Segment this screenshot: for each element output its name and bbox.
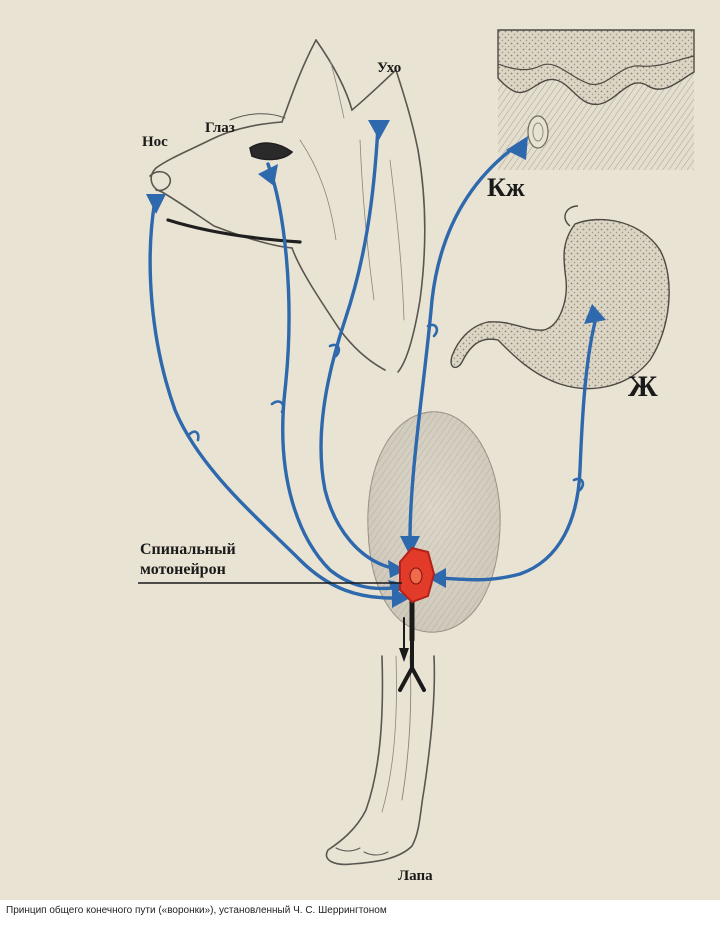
label-eye: Глаз — [205, 120, 235, 136]
arrow-ear — [368, 120, 390, 140]
motor-output — [398, 617, 426, 692]
skin-section-sketch — [497, 29, 695, 170]
arrow-eye — [258, 164, 278, 186]
dog-head-sketch — [149, 39, 426, 373]
label-stomach: Ж — [628, 370, 658, 403]
pathway-from-stomach — [438, 316, 598, 582]
spinal-motoneuron — [399, 546, 436, 604]
motor-arrow — [399, 648, 409, 662]
sherrington-funnel-diagram: Нос Глаз Ухо Кж Ж Спинальный мотонейрон … — [138, 29, 695, 884]
label-ear: Ухо — [377, 60, 401, 76]
label-motoneuron-line2: мотонейрон — [140, 561, 226, 578]
pathway-collaterals — [186, 323, 585, 492]
pathway-from-eye — [266, 162, 394, 591]
label-nose: Нос — [142, 134, 168, 150]
arrow-cord-skin — [400, 536, 420, 556]
arrow-cord-stomach — [428, 568, 446, 588]
arrow-cord-ear — [388, 560, 406, 578]
stomach-sketch — [450, 205, 670, 390]
figure-caption: Принцип общего конечного пути («воронки»… — [0, 900, 720, 928]
arrow-stomach — [584, 304, 606, 324]
label-skin: Кж — [487, 173, 525, 202]
pathway-from-nose — [148, 198, 394, 600]
arrow-skin — [506, 136, 528, 160]
afferent-pathways — [148, 124, 598, 643]
label-paw: Лапа — [398, 868, 433, 884]
label-motoneuron-line1: Спинальный — [140, 541, 236, 558]
arrow-nose — [146, 194, 166, 214]
pathway-from-skin — [408, 144, 518, 542]
dog-leg-sketch — [325, 655, 436, 866]
pathway-from-ear — [319, 124, 394, 570]
